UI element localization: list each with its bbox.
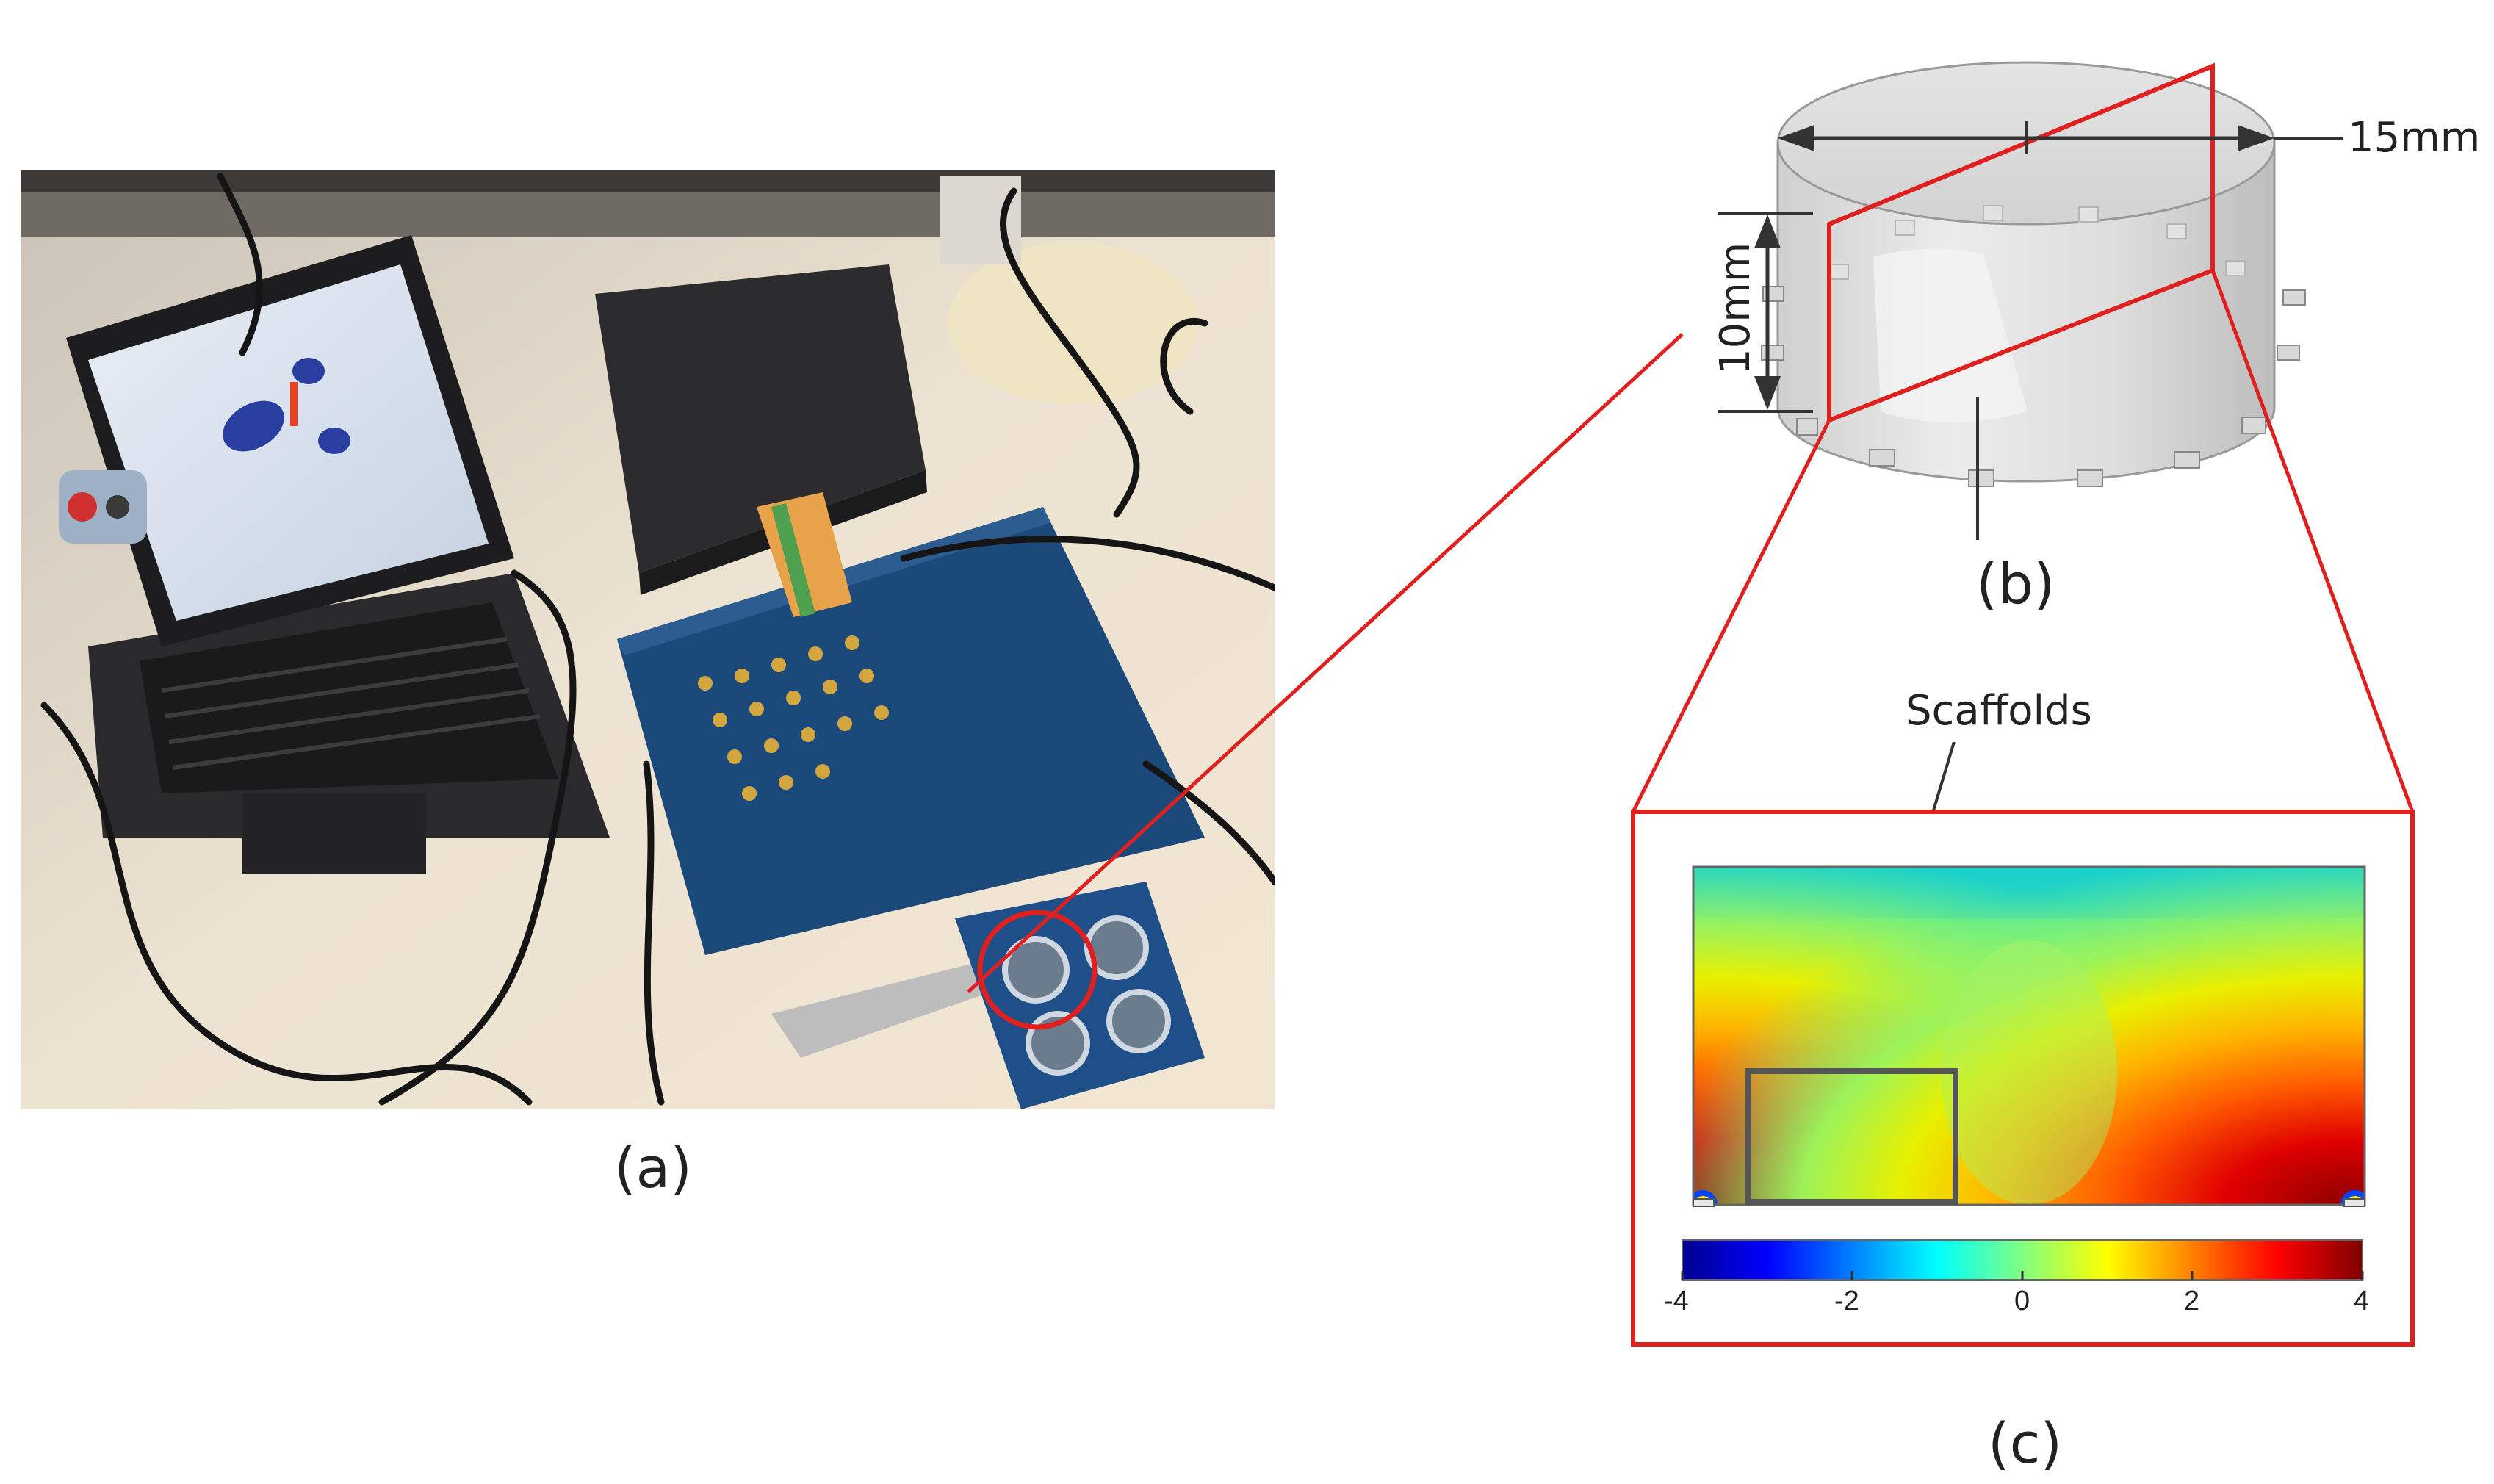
diameter-label: 15mm [2348, 114, 2481, 162]
colorbar-tick-label: -2 [1834, 1286, 1859, 1316]
panel-label-a: (a) [614, 1135, 692, 1200]
setup-photo [21, 170, 1275, 1109]
diameter-dimension [1778, 121, 2343, 154]
zoom-line-left [1631, 419, 1831, 813]
potential-field [1693, 867, 2365, 1205]
panel-label-b: (b) [1976, 551, 2055, 616]
colorbar-tick-label: 2 [2184, 1286, 2200, 1316]
panel-label-c: (c) [1988, 1411, 2063, 1476]
height-dimension [1718, 212, 1813, 413]
colorbar-tick-label: 0 [2014, 1286, 2030, 1316]
sensor-highlight-circle [977, 910, 1098, 1030]
connector-line [967, 333, 1684, 993]
cylinder-model [1761, 61, 2306, 487]
colorbar-ticks [1681, 1271, 2364, 1280]
zoom-line-right [2210, 270, 2415, 813]
scaffold-region [1745, 1068, 1958, 1205]
height-label: 10mm [1712, 242, 1759, 375]
scaffolds-label: Scaffolds [1906, 687, 2092, 735]
colorbar-tick-label: -4 [1664, 1286, 1689, 1316]
colorbar-tick-label: 4 [2354, 1286, 2370, 1316]
